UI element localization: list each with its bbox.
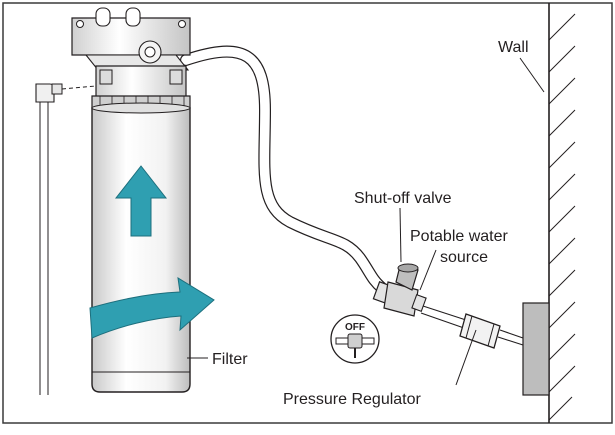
shutoff-valve [372,263,427,317]
arrow-up-icon [114,165,168,237]
supply-line [420,305,524,346]
wall-label: Wall [498,39,529,56]
pressure-regulator-label: Pressure Regulator [283,391,422,408]
shutoff-valve-label: Shut-off valve [354,190,452,207]
curved-arrow-right-icon [89,277,215,339]
wall [522,3,576,423]
potable-water-label-line2: source [440,249,488,266]
leader-lines [187,57,545,386]
water-source-box [522,302,550,396]
inlet-tube [180,45,388,294]
wall-hatching [548,13,576,421]
valve-off-icon: OFF [330,314,380,364]
potable-water-label-line1: Potable water [410,228,509,245]
drain-line [35,83,97,395]
filter-label: Filter [212,351,248,368]
filter-cartridge [91,102,191,393]
pressure-regulator [459,313,501,349]
off-label: OFF [345,322,365,333]
